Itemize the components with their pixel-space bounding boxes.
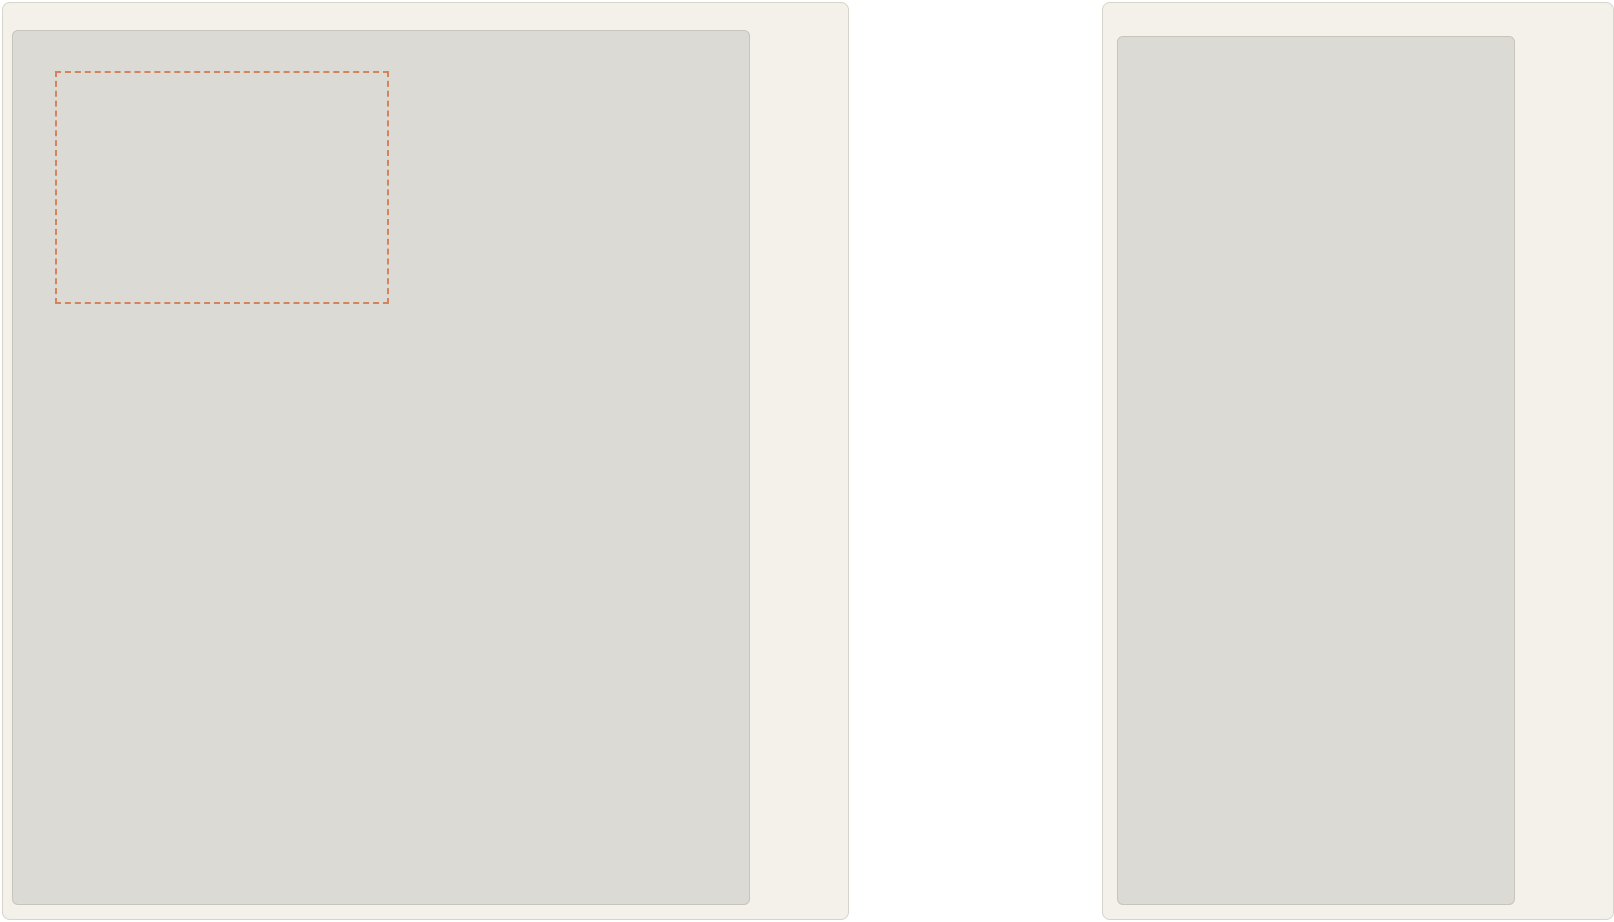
availability-domain-1-box [12, 30, 750, 905]
qa-vcn-box [55, 71, 389, 304]
availability-domain-ashburn-box [1117, 36, 1515, 905]
